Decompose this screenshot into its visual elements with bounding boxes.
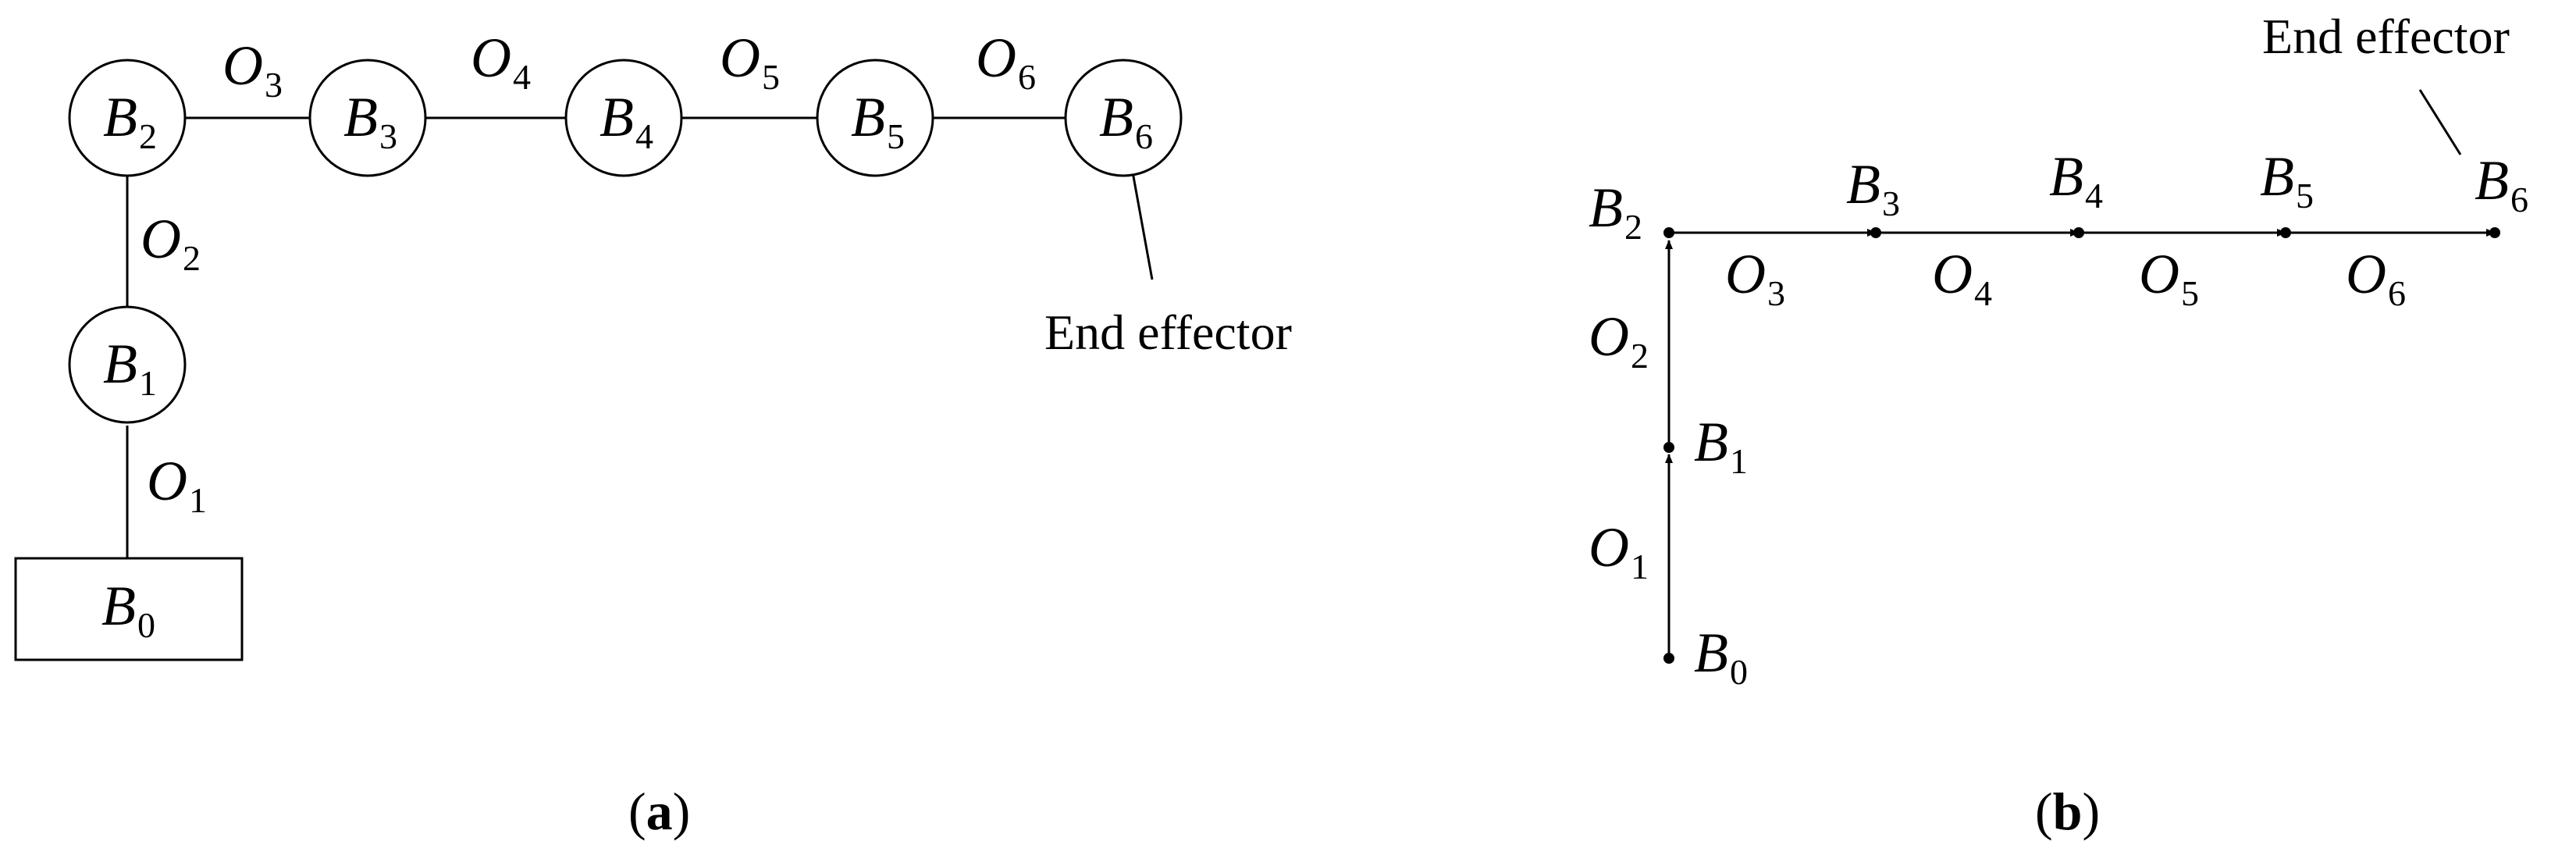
joint-o2-label: O2 xyxy=(141,208,201,278)
node-b1-dot xyxy=(1663,442,1674,453)
node-b5-label: B5 xyxy=(2260,145,2314,216)
panel-b: B0 B1 B2 B3 B4 B5 B6 O1 O2 O3 O4 O5 O6 E… xyxy=(1589,9,2528,841)
edge-o3-label: O3 xyxy=(1725,243,1785,313)
node-b0-label: B0 xyxy=(1694,622,1748,692)
body-b5-label: B5 xyxy=(851,86,905,156)
end-effector-label: End effector xyxy=(1044,305,1292,360)
base-b0-label: B0 xyxy=(101,575,155,645)
body-b1-label: B1 xyxy=(103,333,157,403)
node-b4-dot xyxy=(2073,227,2084,238)
body-b1-circle xyxy=(68,305,187,424)
edge-o5-label: O5 xyxy=(2139,243,2199,313)
joint-o4-label: O4 xyxy=(471,27,531,97)
joint-o3-label: O3 xyxy=(222,34,283,105)
end-effector-leader-line-b xyxy=(2418,89,2462,155)
node-b2-dot xyxy=(1663,227,1674,238)
body-b4-circle xyxy=(564,59,683,177)
panel-b-caption: (b) xyxy=(2035,782,2100,841)
node-b5-dot xyxy=(2280,227,2291,238)
end-effector-leader-line xyxy=(1130,167,1154,280)
base-body-b0-box xyxy=(14,557,244,661)
panel-a: B0 B1 B2 B3 B4 B5 B6 O1 O2 O3 O4 O5 O6 E… xyxy=(14,27,1292,841)
body-b3-label: B3 xyxy=(343,86,397,156)
node-b6-dot xyxy=(2489,227,2500,238)
body-b6-label: B6 xyxy=(1099,86,1153,156)
joint-o6-label: O6 xyxy=(976,27,1036,97)
node-b4-label: B4 xyxy=(2049,145,2103,216)
body-b2-circle xyxy=(68,59,187,177)
node-b3-label: B3 xyxy=(1846,153,1900,223)
edge-o1-label: O1 xyxy=(1589,516,1649,586)
edge-o2-label: O2 xyxy=(1589,305,1649,376)
edge-o4-label: O4 xyxy=(1932,243,1992,313)
body-b2-label: B2 xyxy=(103,86,157,156)
body-b3-circle xyxy=(308,59,427,177)
node-b0-dot xyxy=(1663,653,1674,664)
end-effector-label-b: End effector xyxy=(2262,9,2510,64)
body-b6-circle xyxy=(1064,59,1183,177)
node-b6-label: B6 xyxy=(2475,149,2528,219)
body-b5-circle xyxy=(816,59,934,177)
joint-o5-label: O5 xyxy=(720,27,780,97)
node-b3-dot xyxy=(1870,227,1881,238)
node-b1-label: B1 xyxy=(1694,411,1748,481)
body-b4-label: B4 xyxy=(600,86,653,156)
node-b2-label: B2 xyxy=(1589,176,1642,247)
panel-a-caption: (a) xyxy=(628,782,690,841)
edge-o6-label: O6 xyxy=(2346,243,2406,313)
joint-o1-label: O1 xyxy=(147,450,207,520)
